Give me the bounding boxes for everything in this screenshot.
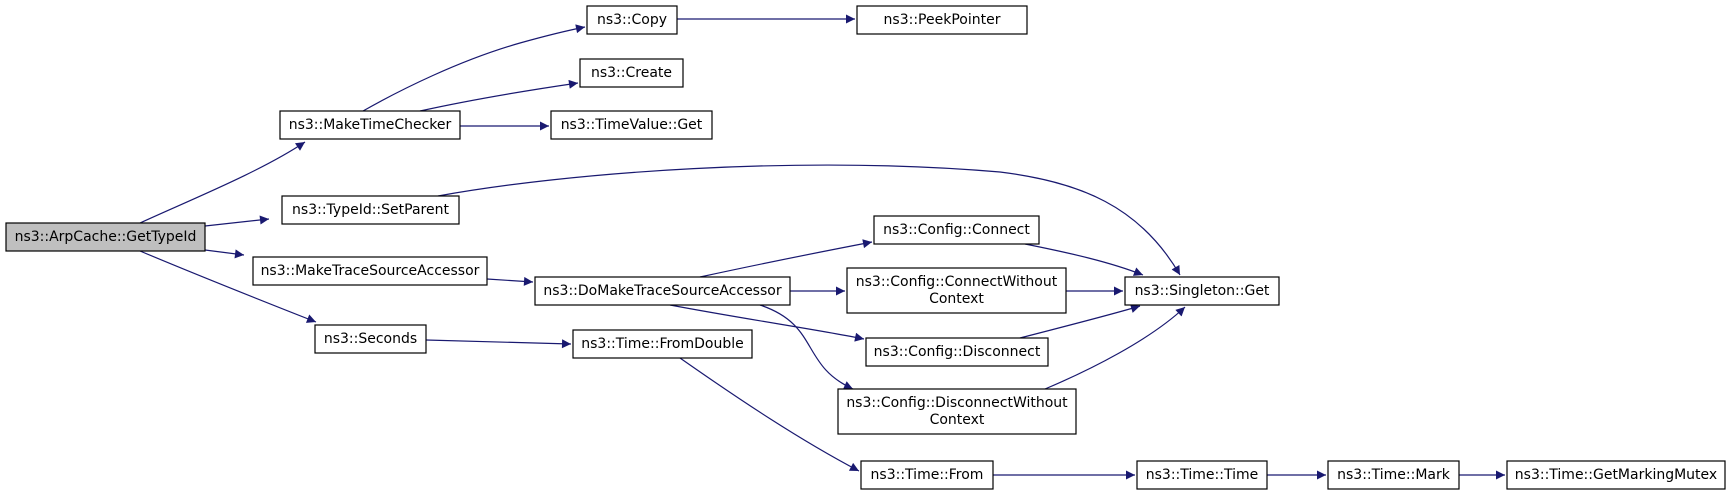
edge-n0-n3 xyxy=(204,249,245,259)
node-label: ns3::ArpCache::GetTypeId xyxy=(15,229,197,245)
node-label: ns3::Time::Mark xyxy=(1337,467,1451,483)
node-n1[interactable]: ns3::MakeTimeChecker xyxy=(279,110,461,140)
node-n9[interactable]: ns3::Singleton::Get xyxy=(1124,276,1280,306)
node-label: ns3::Config::Connect xyxy=(883,222,1030,238)
edge-n10-n11 xyxy=(699,239,873,278)
node-box xyxy=(279,110,461,140)
node-n2[interactable]: ns3::TypeId::SetParent xyxy=(281,195,460,225)
node-n16[interactable]: ns3::Time::From xyxy=(860,460,994,490)
node-n8[interactable]: ns3::TimeValue::Get xyxy=(550,110,713,140)
node-box xyxy=(860,460,994,490)
node-label: ns3::MakeTraceSourceAccessor xyxy=(261,263,480,279)
node-n11[interactable]: ns3::Config::Connect xyxy=(873,215,1040,245)
edge-n0-n2 xyxy=(204,215,270,227)
node-label: ns3::Seconds xyxy=(324,331,417,347)
node-n5[interactable]: ns3::Copy xyxy=(586,5,678,35)
edge-n2-n9 xyxy=(437,164,1181,276)
edge-n15-n16 xyxy=(679,357,860,472)
edge-n3-n10 xyxy=(486,276,534,286)
edges-layer xyxy=(139,14,1505,480)
node-box xyxy=(873,215,1040,245)
edge-n10-n13 xyxy=(669,304,865,342)
node-label: ns3::MakeTimeChecker xyxy=(289,117,452,133)
node-n13[interactable]: ns3::Config::Disconnect xyxy=(865,337,1049,367)
node-box xyxy=(314,324,427,354)
node-box xyxy=(1506,460,1726,490)
node-n19[interactable]: ns3::Time::GetMarkingMutex xyxy=(1506,460,1726,490)
edge-n0-n1 xyxy=(139,141,306,224)
node-box xyxy=(865,337,1049,367)
node-label: ns3::Time::FromDouble xyxy=(581,336,744,352)
node-box xyxy=(846,267,1067,314)
node-label: ns3::TimeValue::Get xyxy=(561,117,703,133)
node-box xyxy=(837,388,1077,435)
edge-n1-n5 xyxy=(362,24,586,112)
node-n0[interactable]: ns3::ArpCache::GetTypeId xyxy=(5,222,206,252)
node-label: ns3::Config::DisconnectWithout xyxy=(846,395,1068,411)
edge-n13-n9 xyxy=(1019,304,1141,339)
node-n3[interactable]: ns3::MakeTraceSourceAccessor xyxy=(252,256,488,286)
node-box xyxy=(856,5,1028,35)
node-n17[interactable]: ns3::Time::Time xyxy=(1136,460,1268,490)
node-label: Context xyxy=(929,291,984,307)
node-box xyxy=(252,256,488,286)
node-label: ns3::Time::Time xyxy=(1146,467,1258,483)
edge-n0-n4 xyxy=(139,250,317,323)
node-n10[interactable]: ns3::DoMakeTraceSourceAccessor xyxy=(534,276,791,306)
node-label: ns3::Time::GetMarkingMutex xyxy=(1515,467,1717,483)
node-label: ns3::Config::ConnectWithout xyxy=(856,274,1058,290)
node-label: ns3::PeekPointer xyxy=(884,12,1001,28)
edge-n1-n7 xyxy=(419,79,579,112)
node-box xyxy=(572,329,753,359)
edge-n10-n14 xyxy=(759,304,854,390)
node-n7[interactable]: ns3::Create xyxy=(579,58,684,88)
node-label: ns3::Copy xyxy=(597,12,667,28)
node-label: ns3::Time::From xyxy=(871,467,984,483)
node-label: ns3::Create xyxy=(591,65,672,81)
node-n4[interactable]: ns3::Seconds xyxy=(314,324,427,354)
node-box xyxy=(1327,460,1460,490)
node-box xyxy=(534,276,791,306)
edge-n11-n9 xyxy=(1024,243,1144,276)
node-box xyxy=(281,195,460,225)
node-box xyxy=(586,5,678,35)
node-n6[interactable]: ns3::PeekPointer xyxy=(856,5,1028,35)
node-label: ns3::Config::Disconnect xyxy=(874,344,1041,360)
node-box xyxy=(1124,276,1280,306)
node-box xyxy=(579,58,684,88)
node-label: ns3::Singleton::Get xyxy=(1135,283,1270,299)
node-n15[interactable]: ns3::Time::FromDouble xyxy=(572,329,753,359)
node-box xyxy=(1136,460,1268,490)
node-box xyxy=(5,222,206,252)
node-label: Context xyxy=(930,412,985,428)
node-label: ns3::TypeId::SetParent xyxy=(292,202,449,218)
edge-n4-n15 xyxy=(425,339,572,349)
node-box xyxy=(550,110,713,140)
node-n18[interactable]: ns3::Time::Mark xyxy=(1327,460,1460,490)
node-label: ns3::DoMakeTraceSourceAccessor xyxy=(543,283,781,299)
edge-n14-n9 xyxy=(1044,306,1186,390)
nodes-layer: ns3::ArpCache::GetTypeId ns3::MakeTimeChe… xyxy=(5,5,1726,490)
